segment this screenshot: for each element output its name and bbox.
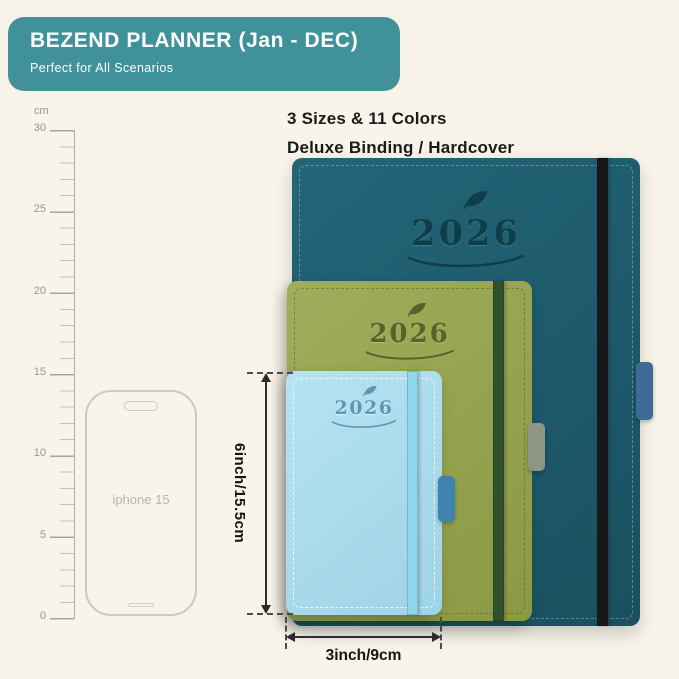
ruler-tick-label: 15 bbox=[33, 366, 46, 378]
phone-label: iphone 15 bbox=[112, 492, 170, 507]
dimension-line bbox=[265, 380, 267, 607]
swoosh-underline-icon bbox=[407, 255, 525, 268]
elastic-band bbox=[407, 371, 418, 615]
product-subtitle: Perfect for All Scenarios bbox=[30, 61, 174, 75]
dimension-extension-line bbox=[440, 617, 442, 649]
elastic-band bbox=[597, 158, 608, 626]
pen-loop bbox=[438, 476, 455, 522]
year-logo: 2026 bbox=[362, 299, 458, 361]
year-logo: 2026 bbox=[403, 186, 529, 269]
height-dimension-arrow bbox=[259, 373, 273, 614]
dimension-extension-line bbox=[247, 613, 293, 615]
pen-loop bbox=[636, 362, 653, 420]
swoosh-underline-icon bbox=[365, 350, 454, 360]
arrow-left-icon bbox=[286, 632, 295, 642]
ruler-baseline bbox=[74, 130, 75, 619]
arrow-up-icon bbox=[261, 373, 271, 382]
ruler-tick-label: 30 bbox=[33, 122, 46, 134]
ruler-unit-label: cm bbox=[34, 105, 49, 117]
ruler-major-ticks bbox=[50, 130, 74, 620]
height-dimension-label: 6inch/15.5cm bbox=[231, 443, 248, 544]
elastic-band bbox=[493, 281, 504, 621]
ruler-tick-label: 5 bbox=[39, 529, 46, 541]
stitching-border bbox=[293, 378, 435, 608]
dimension-line bbox=[293, 636, 434, 638]
feature-line-binding: Deluxe Binding / Hardcover bbox=[287, 138, 515, 158]
width-dimension-label: 3inch/9cm bbox=[325, 647, 402, 664]
ruler-tick-label: 25 bbox=[33, 203, 46, 215]
feather-icon bbox=[407, 302, 427, 317]
feather-icon bbox=[463, 191, 488, 210]
width-dimension-arrow bbox=[286, 630, 441, 644]
title-banner: BEZEND PLANNER (Jan - DEC) Perfect for A… bbox=[8, 17, 400, 91]
ruler-tick-label: 10 bbox=[33, 447, 46, 459]
feature-line-sizes: 3 Sizes & 11 Colors bbox=[287, 109, 447, 128]
arrow-right-icon bbox=[432, 632, 441, 642]
planner-small: 2026 bbox=[286, 371, 455, 615]
year-text: 2026 bbox=[411, 213, 521, 254]
swoosh-underline-icon bbox=[331, 420, 397, 428]
iphone-outline: iphone 15 bbox=[85, 390, 197, 616]
phone-dynamic-island bbox=[124, 401, 158, 411]
product-title: BEZEND PLANNER (Jan - DEC) bbox=[30, 29, 359, 52]
year-text: 2026 bbox=[334, 397, 394, 419]
feature-headline: 3 Sizes & 11 Colors Deluxe Binding / Har… bbox=[287, 104, 514, 162]
ruler-tick-label: 20 bbox=[33, 285, 46, 297]
phone-port bbox=[128, 603, 154, 607]
year-logo: 2026 bbox=[329, 383, 399, 429]
pen-loop bbox=[528, 423, 545, 471]
arrow-down-icon bbox=[261, 605, 271, 614]
year-text: 2026 bbox=[369, 319, 450, 349]
feather-icon bbox=[362, 385, 377, 397]
ruler-tick-label: 0 bbox=[39, 610, 46, 622]
